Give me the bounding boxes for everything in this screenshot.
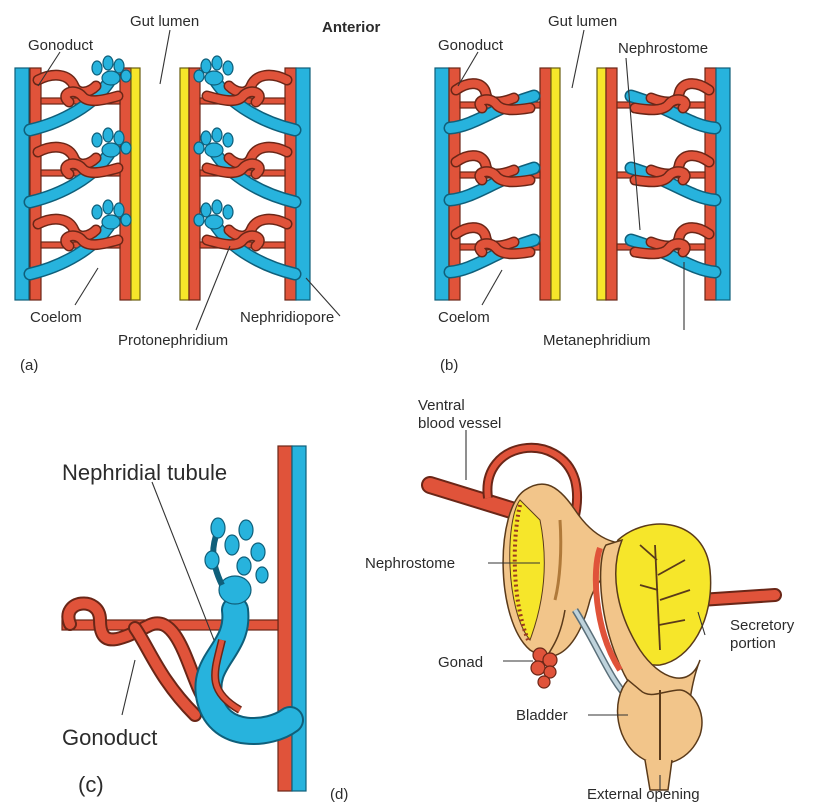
label-nephridial-tubule: Nephridial tubule [62,460,227,485]
protonephridium-right-1 [194,56,295,130]
b-gut-lining-left [551,68,560,300]
b-right-blue-vessel [716,68,730,300]
b-gut-wall-left [540,68,551,300]
panel-b: Gonoduct Gut lumen Nephrostome Coelom Me… [435,13,730,374]
panel-d: Ventral blood vessel Nephrostome Gonad B… [330,397,795,803]
b-left-blue-vessel [435,68,449,300]
label-nephridiopore: Nephridiopore [240,309,334,326]
left-blue-vessel [15,68,29,300]
right-blue-vessel [296,68,310,300]
label-nephrostome-d: Nephrostome [365,555,455,572]
label-ventral-1: Ventral [418,397,465,414]
label-bladder: Bladder [516,707,568,724]
protonephridium-left-3 [30,200,131,274]
label-gonad: Gonad [438,654,483,671]
panel-letter-b: (b) [440,357,458,374]
protonephridium-left-2 [30,128,131,202]
protonephridium-right-2 [194,128,295,202]
label-a-gut-lumen: Gut lumen [130,13,199,30]
label-a-gonoduct: Gonoduct [28,37,94,54]
protonephridium-right-3 [194,200,295,274]
gut-wall-left [120,68,131,300]
label-c-gonoduct: Gonoduct [62,725,157,750]
label-b-coelom: Coelom [438,309,490,326]
gut-wall-right [189,68,200,300]
label-external-opening: External opening [587,786,700,803]
label-b-gut-lumen: Gut lumen [548,13,617,30]
label-protonephridium: Protonephridium [118,332,228,349]
label-secretory-1: Secretory [730,617,795,634]
label-ventral-2: blood vessel [418,415,501,432]
b-gut-wall-right [606,68,617,300]
label-metanephridium: Metanephridium [543,332,651,349]
label-nephrostome-b: Nephrostome [618,40,708,57]
panel-c: Nephridial tubule Gonoduct (c) [62,446,306,797]
protonephridium-left-1 [30,56,131,130]
b-gut-lining-right [597,68,606,300]
c-flame-cells [205,518,268,604]
label-a-coelom: Coelom [30,309,82,326]
d-gonad [531,648,557,688]
label-secretory-2: portion [730,635,776,652]
gut-lining-right [180,68,189,300]
panel-letter-c: (c) [78,772,104,797]
gut-lining-left [131,68,140,300]
c-blue-vessel [292,446,306,791]
panel-letter-a: (a) [20,357,38,374]
label-anterior: Anterior [322,19,381,36]
label-b-gonoduct: Gonoduct [438,37,504,54]
c-gonoduct [68,603,205,700]
panel-letter-d: (d) [330,786,348,803]
d-posterior-vessel [700,595,775,600]
panel-a: Gonoduct Gut lumen Anterior Coelom Nephr… [15,13,381,374]
